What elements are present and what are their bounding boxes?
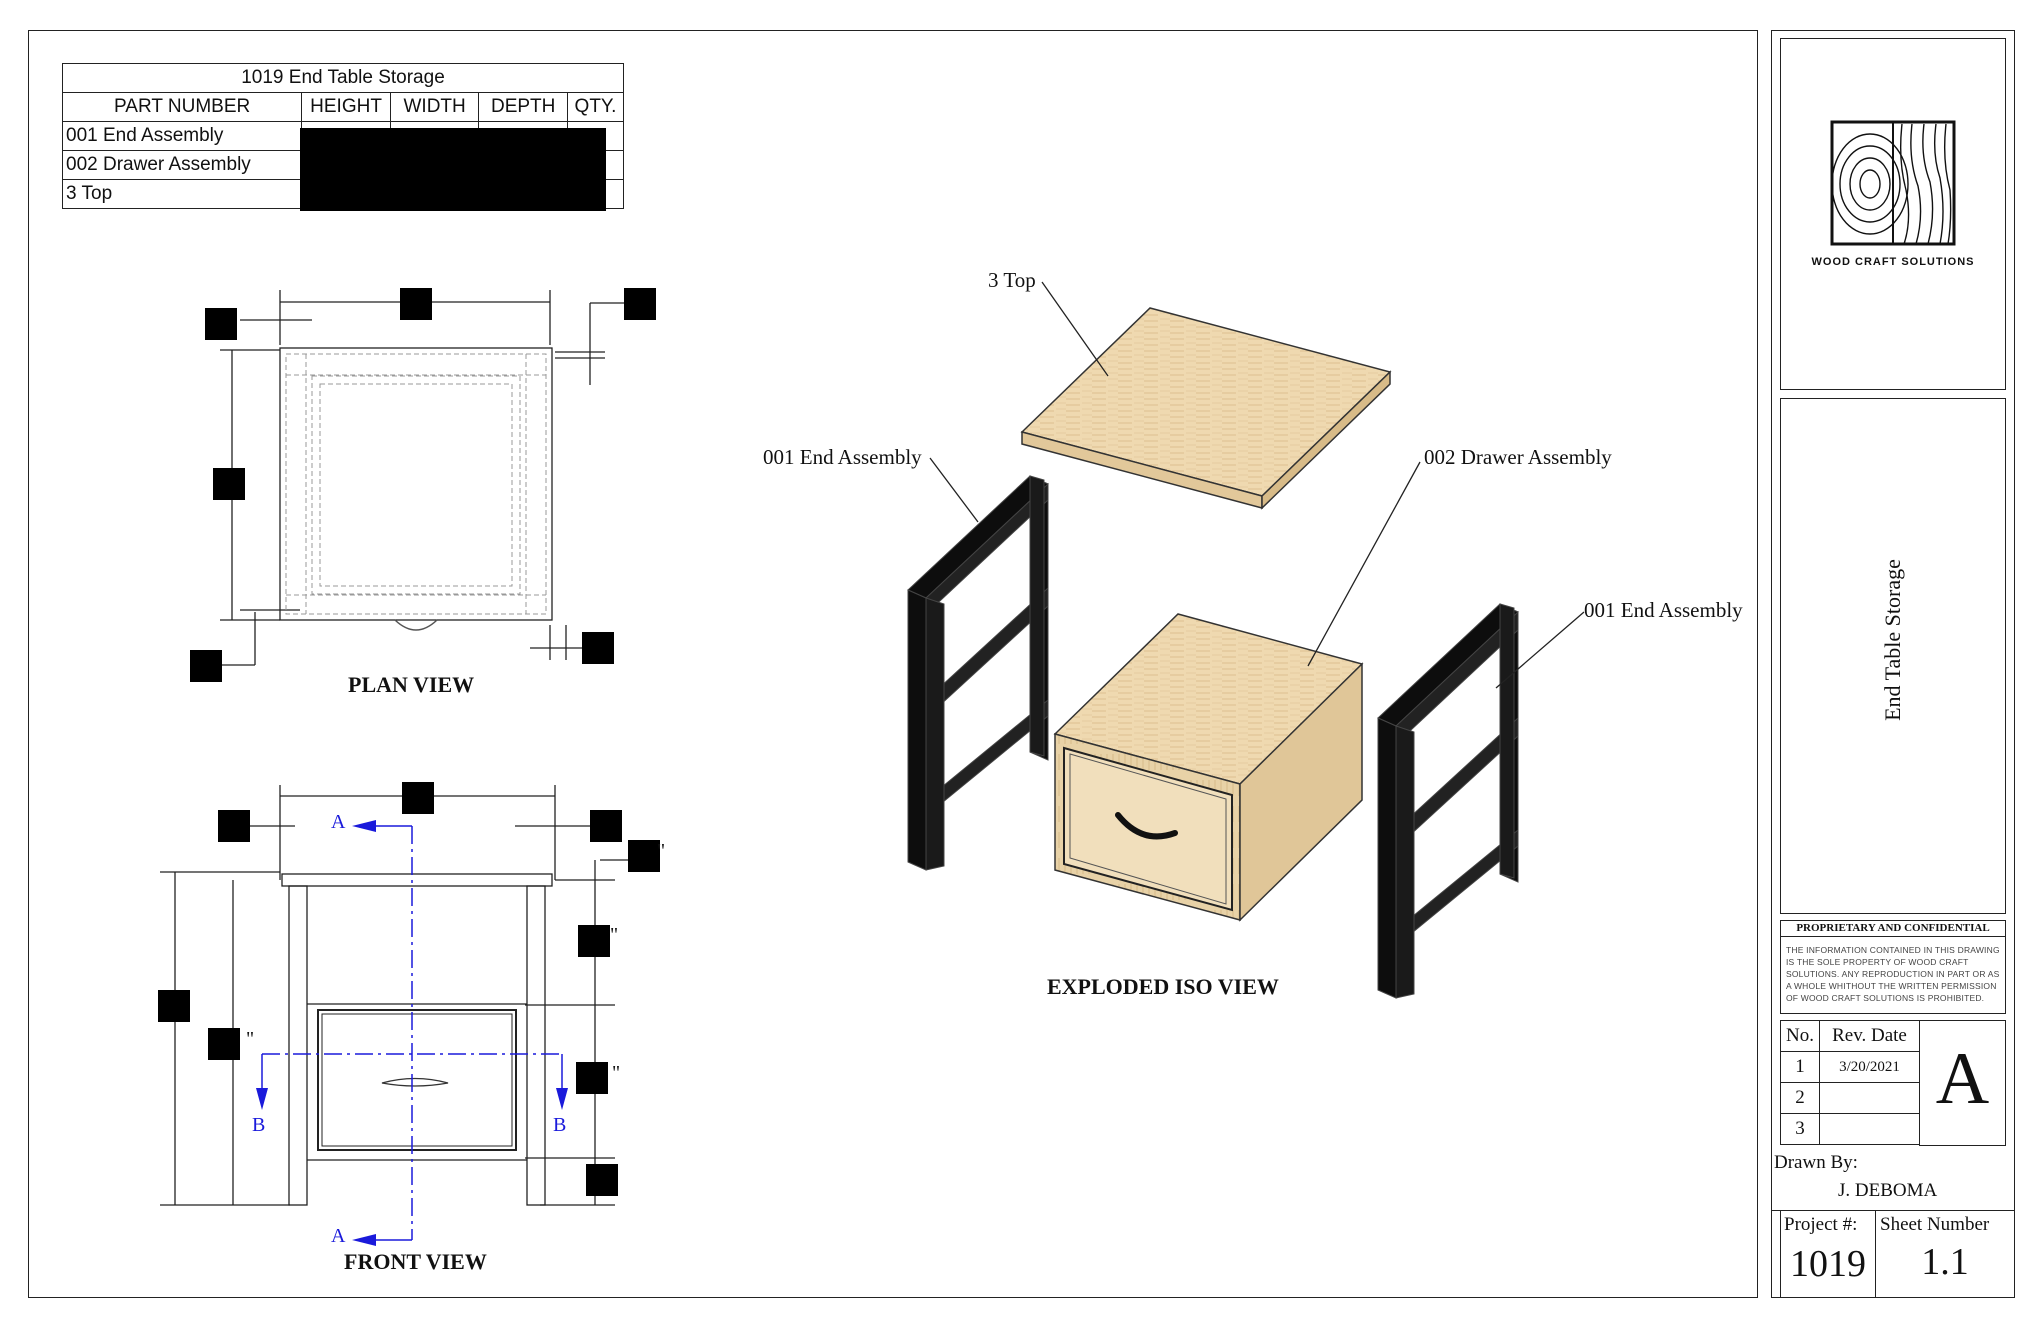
size-letter: A [1935,1038,1990,1120]
project-number: 1019 [1790,1243,1866,1285]
callout-drawer-assembly: 002 Drawer Assembly [1424,445,1612,469]
dim-inch-mark: " [246,1028,255,1050]
callout-end-assembly-right: 001 End Assembly [1584,598,1743,622]
confidential-text: THE INFORMATION CONTAINED IN THIS DRAWIN… [1786,945,2000,1003]
rev-no: 3 [1780,1113,1820,1145]
table-row: 2 [1780,1082,1920,1114]
callout-top: 3 Top [988,268,1036,292]
rev-header-no: No. [1780,1020,1820,1052]
dim-inch-mark: " [610,924,619,946]
plan-view-title: PLAN VIEW [348,672,475,697]
project-label: Project #: [1784,1214,1858,1235]
header-part-number: PART NUMBER [61,92,303,122]
drawn-by-label: Drawn By: [1774,1152,1858,1173]
part-001: 001 End Assembly [61,121,303,151]
front-view-drawing [158,782,660,1246]
revision-table: No. Rev. Date 1 3/20/2021 2 3 [1780,1020,1920,1145]
size-box [1919,1020,2006,1146]
front-view-title: FRONT VIEW [344,1249,487,1274]
company-logo [1830,120,1956,246]
confidential-box [1780,920,2006,1014]
header-height: HEIGHT [301,92,391,122]
iso-view-title: EXPLODED ISO VIEW [1047,974,1279,999]
header-depth: DEPTH [478,92,568,122]
rev-date: 3/20/2021 [1819,1051,1920,1083]
sheet-label: Sheet Number [1880,1214,1990,1235]
table-row: 1 3/20/2021 [1780,1051,1920,1083]
part-003: 3 Top [61,179,303,209]
section-marker-a-bottom: A [331,1225,346,1247]
parts-table-title: 1019 End Table Storage [62,63,624,93]
part-002: 002 Drawer Assembly [61,150,303,180]
callout-end-assembly-left: 001 End Assembly [763,445,922,469]
table-row: 3 [1780,1113,1920,1145]
drawing-title-box [1780,398,2006,914]
rev-no: 2 [1780,1082,1820,1114]
header-width: WIDTH [389,92,480,122]
logo-box [1780,38,2006,390]
dim-inch-mark: " [657,840,666,862]
rev-header-date: Rev. Date [1819,1020,1920,1052]
section-marker-a-top: A [331,811,346,833]
confidential-heading: PROPRIETARY AND CONFIDENTIAL [1780,922,2006,937]
header-qty: QTY. [566,92,625,122]
company-name: WOOD CRAFT SOLUTIONS [1811,256,1975,268]
drawing-title: End Table Storage [1880,559,1905,721]
sheet-box [1875,1210,2015,1298]
drawing-border [28,30,1758,1298]
rev-date [1819,1082,1920,1114]
rev-no: 1 [1780,1051,1820,1083]
redaction-block [300,128,606,211]
rev-date [1819,1113,1920,1145]
section-marker-b-right: B [553,1114,567,1136]
dim-inch-mark: " [612,1062,621,1084]
drawn-by-name: J. DEBOMA [1838,1180,1938,1201]
section-marker-b-left: B [252,1114,266,1136]
exploded-iso-drawing [907,281,1585,999]
plan-view-drawing [190,288,656,682]
sheet-number: 1.1 [1921,1241,1969,1283]
